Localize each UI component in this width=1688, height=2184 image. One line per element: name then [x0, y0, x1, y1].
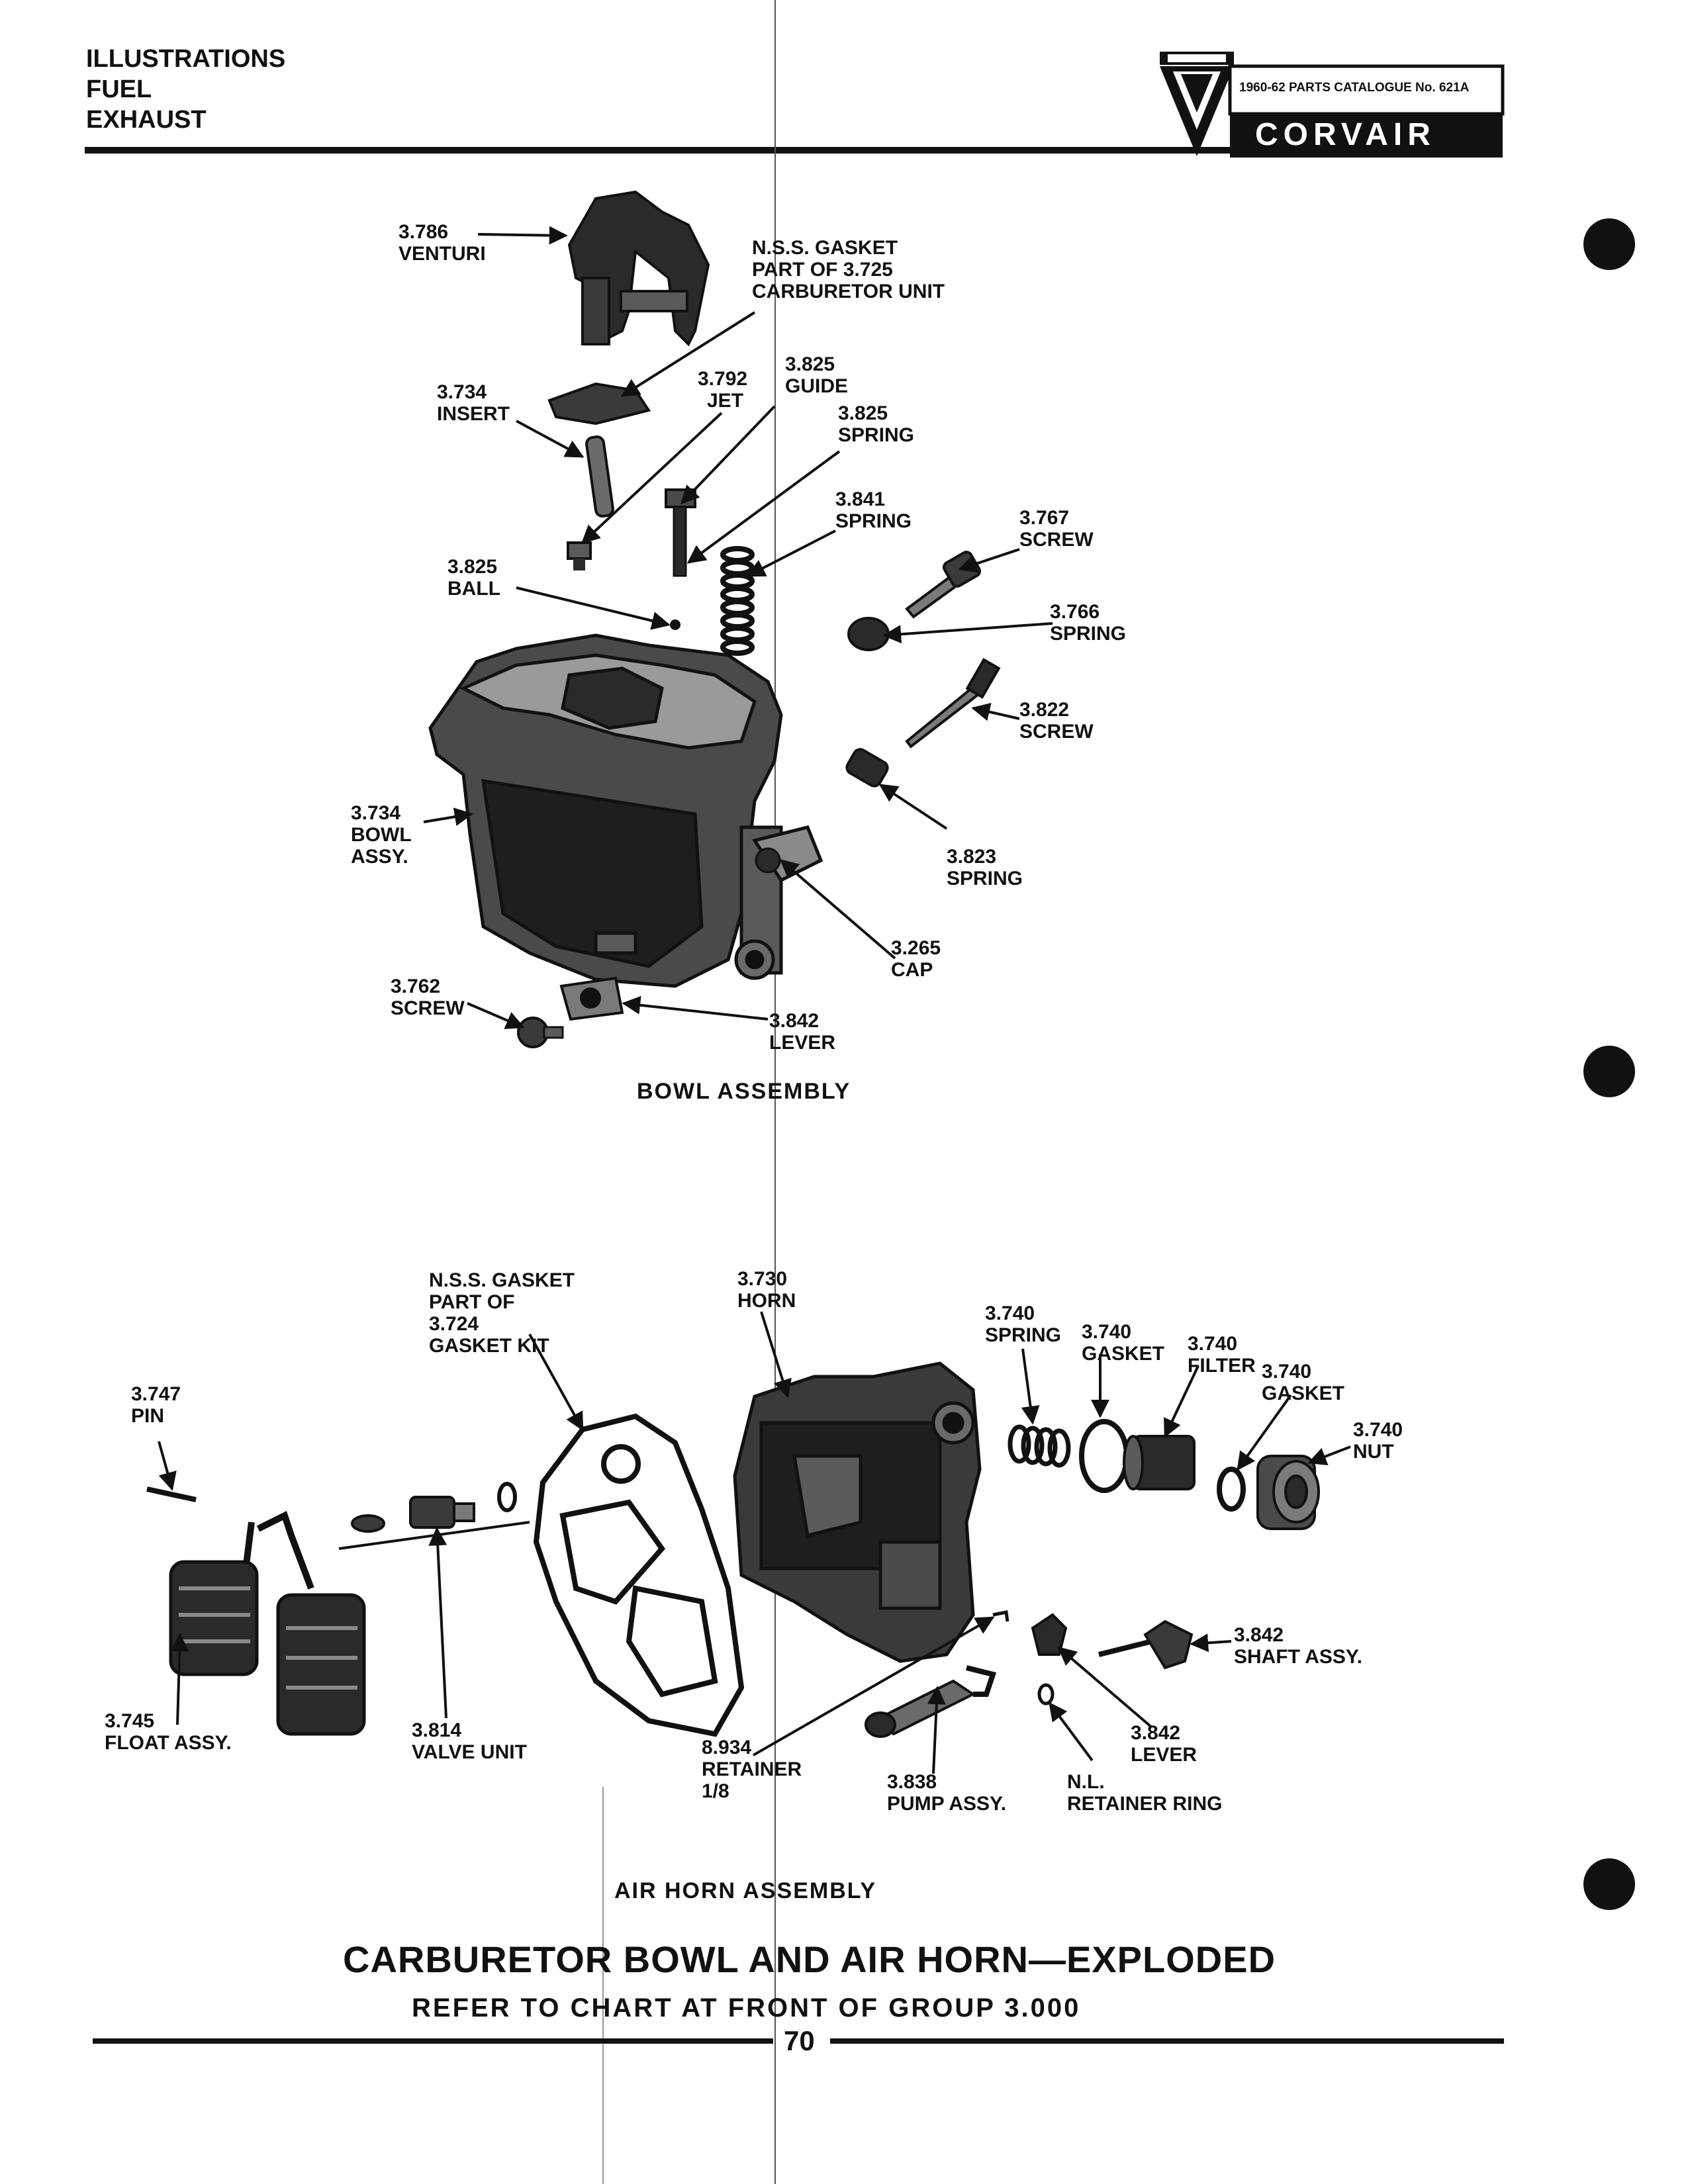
label-nut: 3.740 NUT	[1353, 1419, 1403, 1463]
pin-part	[146, 1486, 197, 1502]
label-venturi: 3.786 VENTURI	[399, 221, 486, 265]
valve-unit-part	[338, 1482, 530, 1550]
bowl-body-part	[428, 633, 823, 988]
coil-spring-part	[720, 546, 755, 656]
binder-hole-top	[1583, 218, 1635, 270]
gasket-ring-part	[1079, 1419, 1129, 1493]
screw-3762-part	[517, 1017, 564, 1048]
heading-line-3: EXHAUST	[86, 106, 207, 134]
label-float-assy: 3.745 FLOAT ASSY.	[105, 1710, 232, 1754]
retainer-ring-part	[1037, 1683, 1055, 1706]
label-shaft-assy: 3.842 SHAFT ASSY.	[1234, 1624, 1362, 1668]
figure-subtitle: REFER TO CHART AT FRONT OF GROUP 3.000	[412, 1993, 1081, 2023]
label-gasket-3740b: 3.740 GASKET	[1262, 1361, 1345, 1404]
label-nss-gasket-horn: N.S.S. GASKET PART OF 3.724 GASKET KIT	[429, 1269, 575, 1357]
label-spring-3766: 3.766 SPRING	[1050, 601, 1127, 645]
binder-hole-bottom	[1583, 1858, 1635, 1910]
label-retainer: 8.934 RETAINER 1/8	[702, 1737, 802, 1802]
page-number: 70	[784, 2025, 815, 2056]
air-horn-assembly-title: AIR HORN ASSEMBLY	[614, 1878, 877, 1903]
ball-part	[670, 619, 680, 630]
label-screw-3822: 3.822 SCREW	[1019, 699, 1094, 743]
label-spring-3740: 3.740 SPRING	[985, 1302, 1062, 1346]
large-gasket-part	[533, 1413, 745, 1737]
pump-assembly-part	[865, 1665, 997, 1738]
label-valve-unit: 3.814 VALVE UNIT	[412, 1719, 527, 1763]
shaft-assembly-part	[1098, 1619, 1194, 1670]
spring-3823-part	[845, 748, 889, 788]
lever-bowl-part	[559, 976, 624, 1021]
label-insert: 3.734 INSERT	[437, 381, 510, 425]
label-lever-bowl: 3.842 LEVER	[769, 1010, 836, 1054]
label-spring-3825: 3.825 SPRING	[838, 402, 915, 446]
catalogue-number: 1960-62 PARTS CATALOGUE No. 621A	[1239, 81, 1470, 95]
binder-hole-middle	[1583, 1046, 1635, 1097]
scan-fold-line	[774, 0, 776, 2184]
float-assembly-part	[169, 1510, 366, 1736]
label-spring-3823: 3.823 SPRING	[947, 846, 1023, 889]
label-horn: 3.730 HORN	[737, 1268, 796, 1312]
label-lever-horn: 3.842 LEVER	[1131, 1722, 1197, 1766]
label-pump-assy: 3.838 PUMP ASSY.	[887, 1771, 1007, 1815]
heading-line-1: ILLUSTRATIONS	[86, 45, 286, 73]
screw-3767-part	[905, 551, 981, 619]
venturi-part	[567, 190, 710, 347]
corvair-emblem-icon	[1160, 52, 1234, 156]
section-heading: ILLUSTRATIONS FUEL EXHAUST	[86, 44, 285, 135]
label-bowl-assy: 3.734 BOWL ASSY.	[351, 802, 412, 868]
bowl-assembly-title: BOWL ASSEMBLY	[637, 1079, 851, 1104]
spring-3766-part	[847, 617, 890, 651]
label-filter: 3.740 FILTER	[1188, 1333, 1256, 1377]
insert-part	[585, 435, 614, 518]
filter-part	[1123, 1435, 1196, 1490]
retainer-clip-part	[992, 1610, 1009, 1622]
guide-part	[665, 488, 696, 577]
label-nss-gasket-bowl: N.S.S. GASKET PART OF 3.725 CARBURETOR U…	[752, 237, 945, 302]
brand-name: CORVAIR	[1255, 117, 1436, 152]
screw-3822-part	[905, 658, 1001, 749]
small-ring-gasket-part	[1217, 1467, 1246, 1512]
cap-part	[755, 847, 781, 874]
figure-title: CARBURETOR BOWL AND AIR HORN—EXPLODED	[343, 1938, 1276, 1980]
label-spring-3841: 3.841 SPRING	[835, 488, 912, 532]
heading-line-2: FUEL	[86, 75, 152, 103]
label-pin: 3.747 PIN	[131, 1383, 181, 1427]
label-cap: 3.265 CAP	[891, 937, 941, 981]
label-guide: 3.825 GUIDE	[785, 353, 849, 397]
nut-part	[1256, 1455, 1320, 1530]
label-retainer-ring: N.L. RETAINER RING	[1067, 1771, 1223, 1815]
lever-horn-part	[1031, 1613, 1068, 1656]
scan-fold-line-lower	[602, 1787, 604, 2184]
label-gasket-3740a: 3.740 GASKET	[1082, 1321, 1165, 1365]
label-jet: 3.792 JET	[698, 368, 748, 412]
jet-part	[567, 541, 592, 570]
air-horn-body-part	[733, 1361, 982, 1663]
label-screw-3767: 3.767 SCREW	[1019, 507, 1094, 551]
label-screw-3762: 3.762 SCREW	[391, 976, 465, 1019]
header-rule	[85, 147, 1501, 154]
label-ball: 3.825 BALL	[447, 556, 500, 600]
spring-3740-part	[1008, 1424, 1071, 1468]
